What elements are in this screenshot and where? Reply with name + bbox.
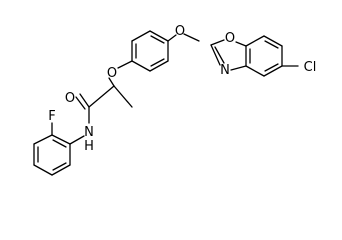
atom-cl: Cl — [304, 60, 317, 75]
atom-o-oxazole: O — [225, 31, 235, 46]
atom-n-oxazole: N — [220, 63, 230, 78]
bond-fp-1-double — [52, 139, 67, 148]
bond-ph-2-double — [150, 58, 165, 67]
bond-benzo-4-double — [264, 63, 279, 72]
bond-fp-1 — [51, 134, 71, 145]
atom-h-amide: H — [84, 139, 94, 154]
bond-n-c2-double — [214, 46, 225, 64]
bond-ph-o2 — [117, 60, 133, 69]
bond-ph-5 — [131, 30, 151, 42]
atom-o-carbonyl: O — [65, 91, 75, 106]
atom-n-amide: N — [84, 125, 94, 140]
bond-n-c2 — [210, 44, 221, 66]
bond-nh-aryl — [69, 135, 85, 145]
bond-benzo-2 — [263, 35, 283, 47]
bond-c3a-n — [230, 65, 247, 71]
chemical-structure: O O N Cl O O N H F — [33, 24, 317, 176]
bond-fp-5-double — [52, 162, 67, 171]
bond-benzo-2-double — [264, 40, 279, 49]
bond-fp-5 — [51, 164, 71, 176]
bond-benzo-4 — [263, 65, 283, 77]
bond-ph-3 — [131, 60, 151, 72]
bond-benzo-5 — [245, 65, 265, 77]
bond-ch-methyl — [113, 85, 133, 108]
bond-phenyl-o — [167, 34, 177, 42]
bond-ph-6-double — [150, 35, 165, 44]
structure-diagram: O O N Cl O O N H F — [33, 24, 317, 176]
bond-c-o-carbonyl-double — [75, 96, 86, 110]
bond-ch-co — [88, 85, 115, 108]
bond-ph-6 — [149, 30, 169, 42]
bond-o2-ch — [108, 77, 115, 87]
bond-benzo-1 — [245, 35, 265, 47]
atom-o-ether-top: O — [175, 24, 185, 39]
bond-fp-4 — [33, 164, 53, 176]
bond-o-c2 — [183, 33, 200, 42]
atom-f: F — [48, 109, 55, 124]
bond-ph-2 — [149, 60, 169, 72]
bond-o-c7a — [235, 41, 247, 47]
bond-c-o-carbonyl — [79, 93, 90, 108]
bond-c2-o — [210, 39, 225, 46]
bond-fp-2 — [33, 134, 53, 145]
atom-o-ether-mid: O — [107, 66, 117, 81]
